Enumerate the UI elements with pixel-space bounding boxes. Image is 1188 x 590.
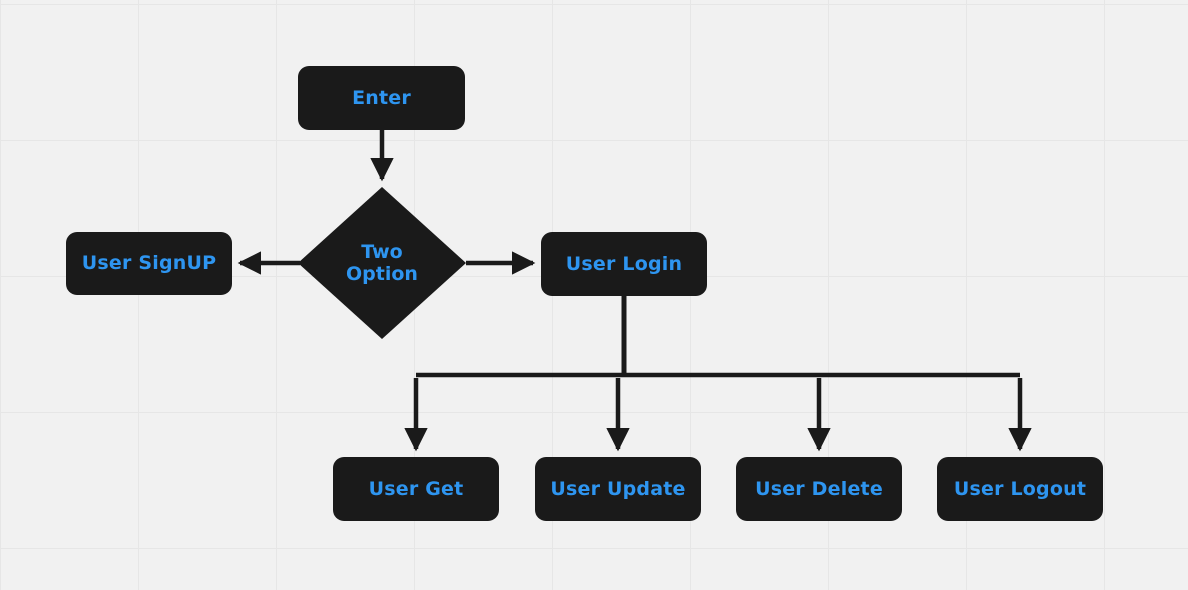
node-enter-label: Enter xyxy=(352,86,411,109)
node-user-login-label: User Login xyxy=(565,252,683,275)
node-enter[interactable]: Enter xyxy=(298,66,465,130)
node-user-logout[interactable]: User Logout xyxy=(937,457,1103,521)
node-user-update-label: User Update xyxy=(550,477,686,500)
node-user-delete[interactable]: User Delete xyxy=(736,457,902,521)
node-user-login[interactable]: User Login xyxy=(541,232,707,296)
node-user-signup-label: User SignUP xyxy=(81,252,217,275)
node-user-get[interactable]: User Get xyxy=(333,457,499,521)
node-two-option-label: Two Option xyxy=(346,240,418,285)
node-user-delete-label: User Delete xyxy=(755,477,883,500)
node-two-option[interactable]: Two Option xyxy=(298,187,466,339)
node-user-get-label: User Get xyxy=(368,477,464,500)
node-user-update[interactable]: User Update xyxy=(535,457,701,521)
node-user-signup[interactable]: User SignUP xyxy=(66,232,232,295)
node-user-logout-label: User Logout xyxy=(953,477,1087,500)
